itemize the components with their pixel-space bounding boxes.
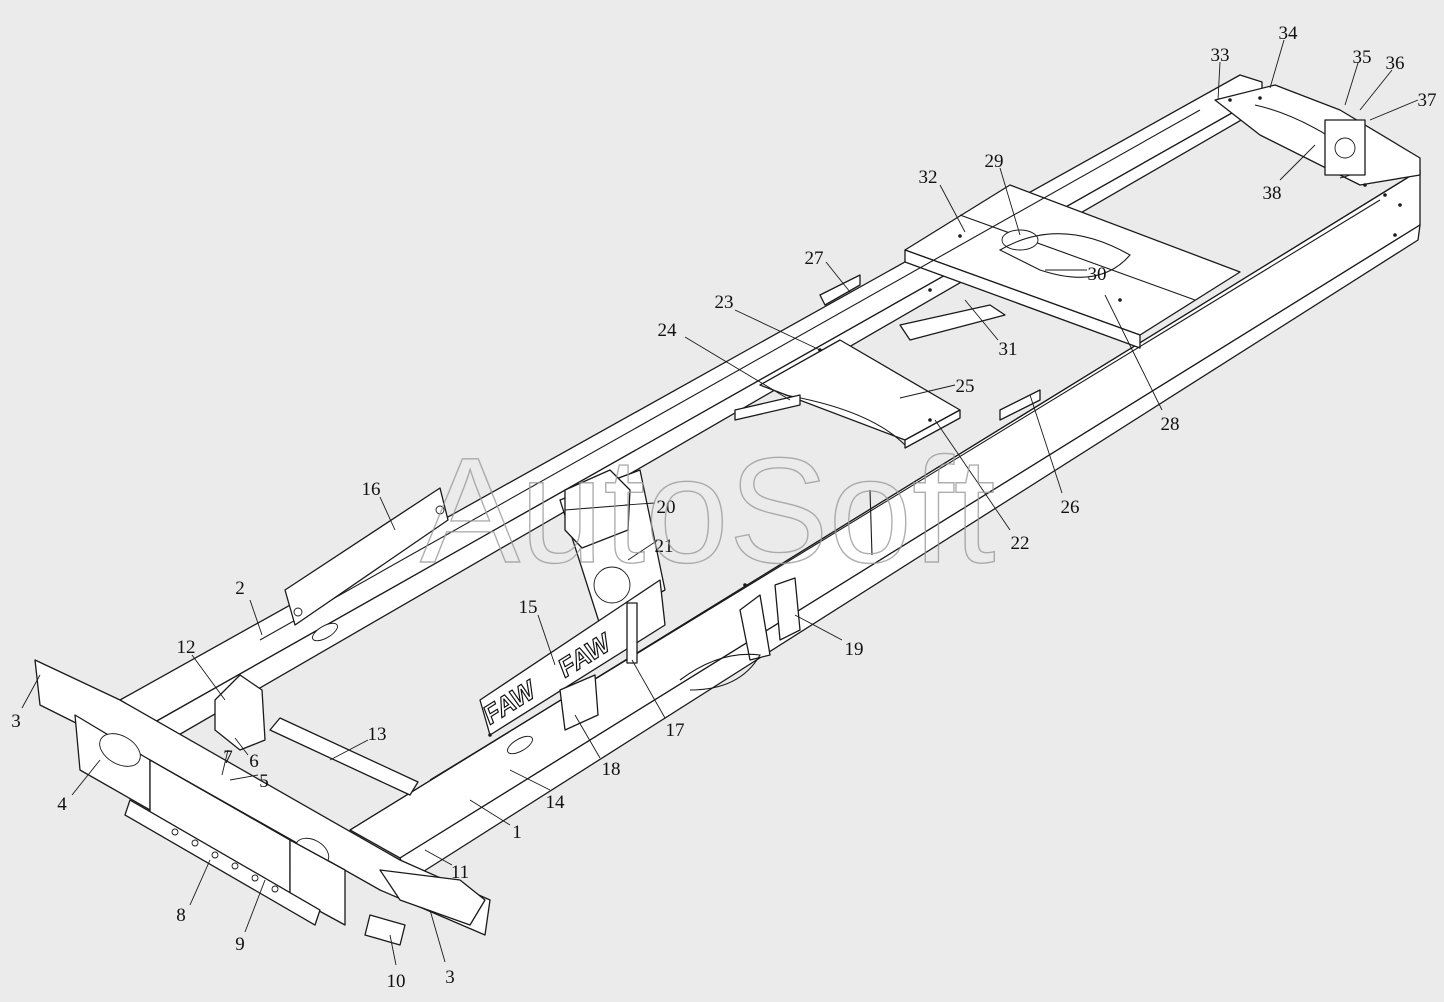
reinforcement-plate-16: [284, 487, 449, 626]
callout-13: 13: [368, 724, 387, 745]
cross-tube-13: [269, 717, 419, 796]
callout-31: 31: [999, 339, 1018, 360]
callout-3a: 3: [11, 711, 21, 732]
callout-18: 18: [602, 759, 621, 780]
emblem-plate-15: [479, 579, 666, 736]
rear-end-crossmember: [1214, 84, 1421, 186]
callout-7: 7: [223, 747, 233, 768]
callout-11: 11: [451, 862, 469, 883]
callout-6: 6: [249, 751, 259, 772]
callout-3b: 3: [445, 967, 455, 988]
callout-10: 10: [387, 971, 406, 992]
callout-29: 29: [985, 151, 1004, 172]
callout-2: 2: [235, 578, 245, 599]
callout-17: 17: [666, 720, 685, 741]
callout-9: 9: [235, 934, 245, 955]
callout-36: 36: [1386, 53, 1405, 74]
front-bracket-12: [214, 674, 266, 751]
watermark-text: AutoSoft: [420, 426, 995, 594]
fastener-dots: [488, 96, 1402, 737]
support-bracket-20: [564, 469, 631, 549]
callout-21: 21: [655, 536, 674, 557]
callout-30: 30: [1088, 264, 1107, 285]
chassis-frame-drawing: FAW FAW: [34, 74, 1421, 946]
callout-14: 14: [546, 792, 566, 813]
callout-4: 4: [57, 794, 67, 815]
callout-19: 19: [845, 639, 864, 660]
callout-1: 1: [512, 822, 522, 843]
spring-bracket-19: [739, 594, 771, 661]
callout-15: 15: [519, 597, 538, 618]
callout-23: 23: [715, 292, 734, 313]
callout-26: 26: [1061, 497, 1080, 518]
callout-22: 22: [1011, 533, 1030, 554]
lower-bar-holes: [171, 828, 279, 893]
callout-16: 16: [362, 479, 381, 500]
callout-20: 20: [657, 497, 676, 518]
callout-5: 5: [259, 771, 269, 792]
callout-35: 35: [1353, 47, 1372, 68]
callout-12: 12: [177, 637, 196, 658]
callout-38: 38: [1263, 183, 1282, 204]
callout-8: 8: [176, 905, 186, 926]
callout-25: 25: [956, 376, 975, 397]
callout-32: 32: [919, 167, 938, 188]
callout-28: 28: [1161, 414, 1180, 435]
callout-34: 34: [1279, 23, 1299, 44]
callout-33: 33: [1211, 45, 1230, 66]
callout-27: 27: [805, 248, 824, 269]
leader-lines: [21, 39, 1419, 966]
callout-24: 24: [658, 320, 678, 341]
callout-37: 37: [1418, 90, 1437, 111]
